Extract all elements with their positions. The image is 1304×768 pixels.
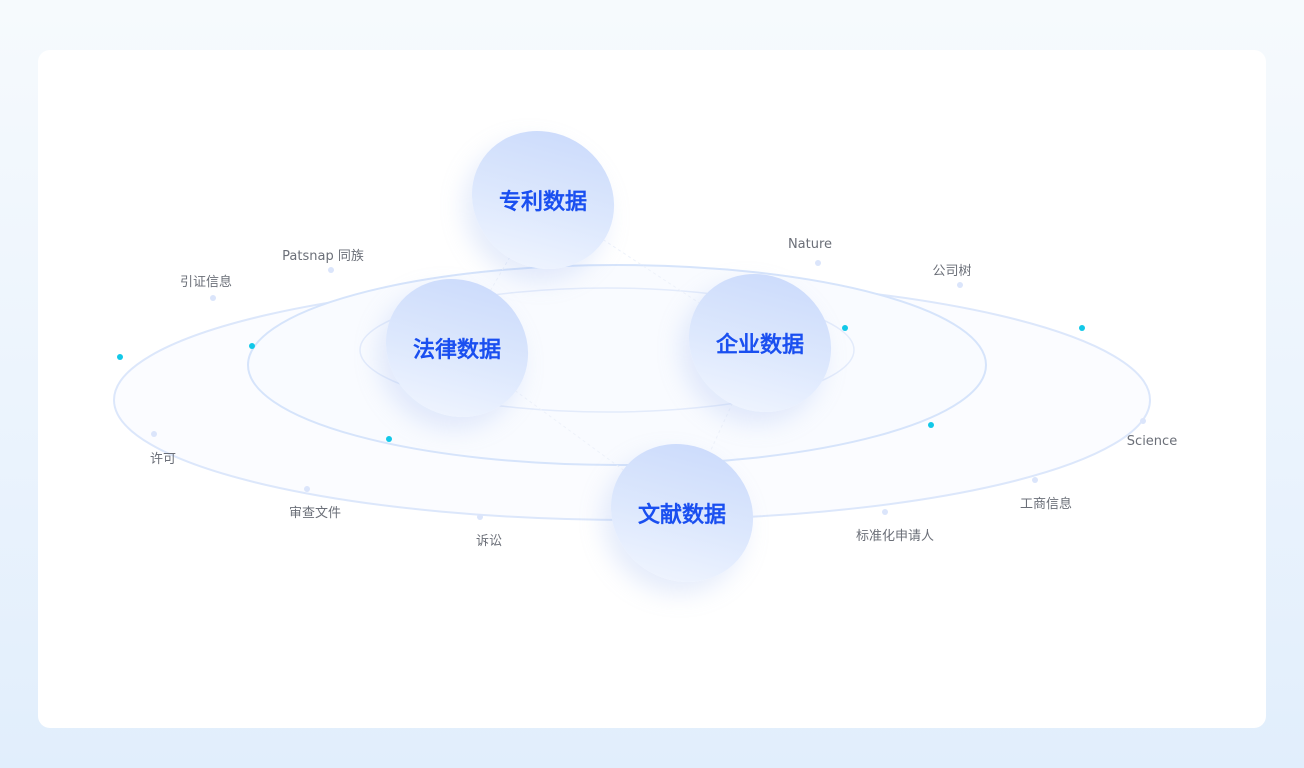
hub-label: 文献数据 <box>637 502 727 528</box>
label-company-tree: 公司树 <box>932 264 972 279</box>
hub-label: 法律数据 <box>412 337 502 363</box>
label-examination-docs: 审查文件 <box>288 506 342 521</box>
hub-label: 专利数据 <box>498 189 588 215</box>
middle-orbit <box>247 264 987 466</box>
highlight-dots <box>117 325 1085 442</box>
inner-orbit <box>359 287 855 413</box>
label-patsnap-family: Patsnap 同族 <box>282 249 364 264</box>
label-citation: 引证信息 <box>179 275 233 290</box>
label-nature: Nature <box>787 237 833 252</box>
node-dots <box>151 260 1146 520</box>
label-business-info: 工商信息 <box>1019 497 1073 512</box>
label-license: 许可 <box>149 452 177 467</box>
label-litigation: 诉讼 <box>475 534 503 549</box>
hub-label: 企业数据 <box>715 332 805 358</box>
label-science: Science <box>1126 434 1178 449</box>
label-standard-applicant: 标准化申请人 <box>855 529 935 544</box>
